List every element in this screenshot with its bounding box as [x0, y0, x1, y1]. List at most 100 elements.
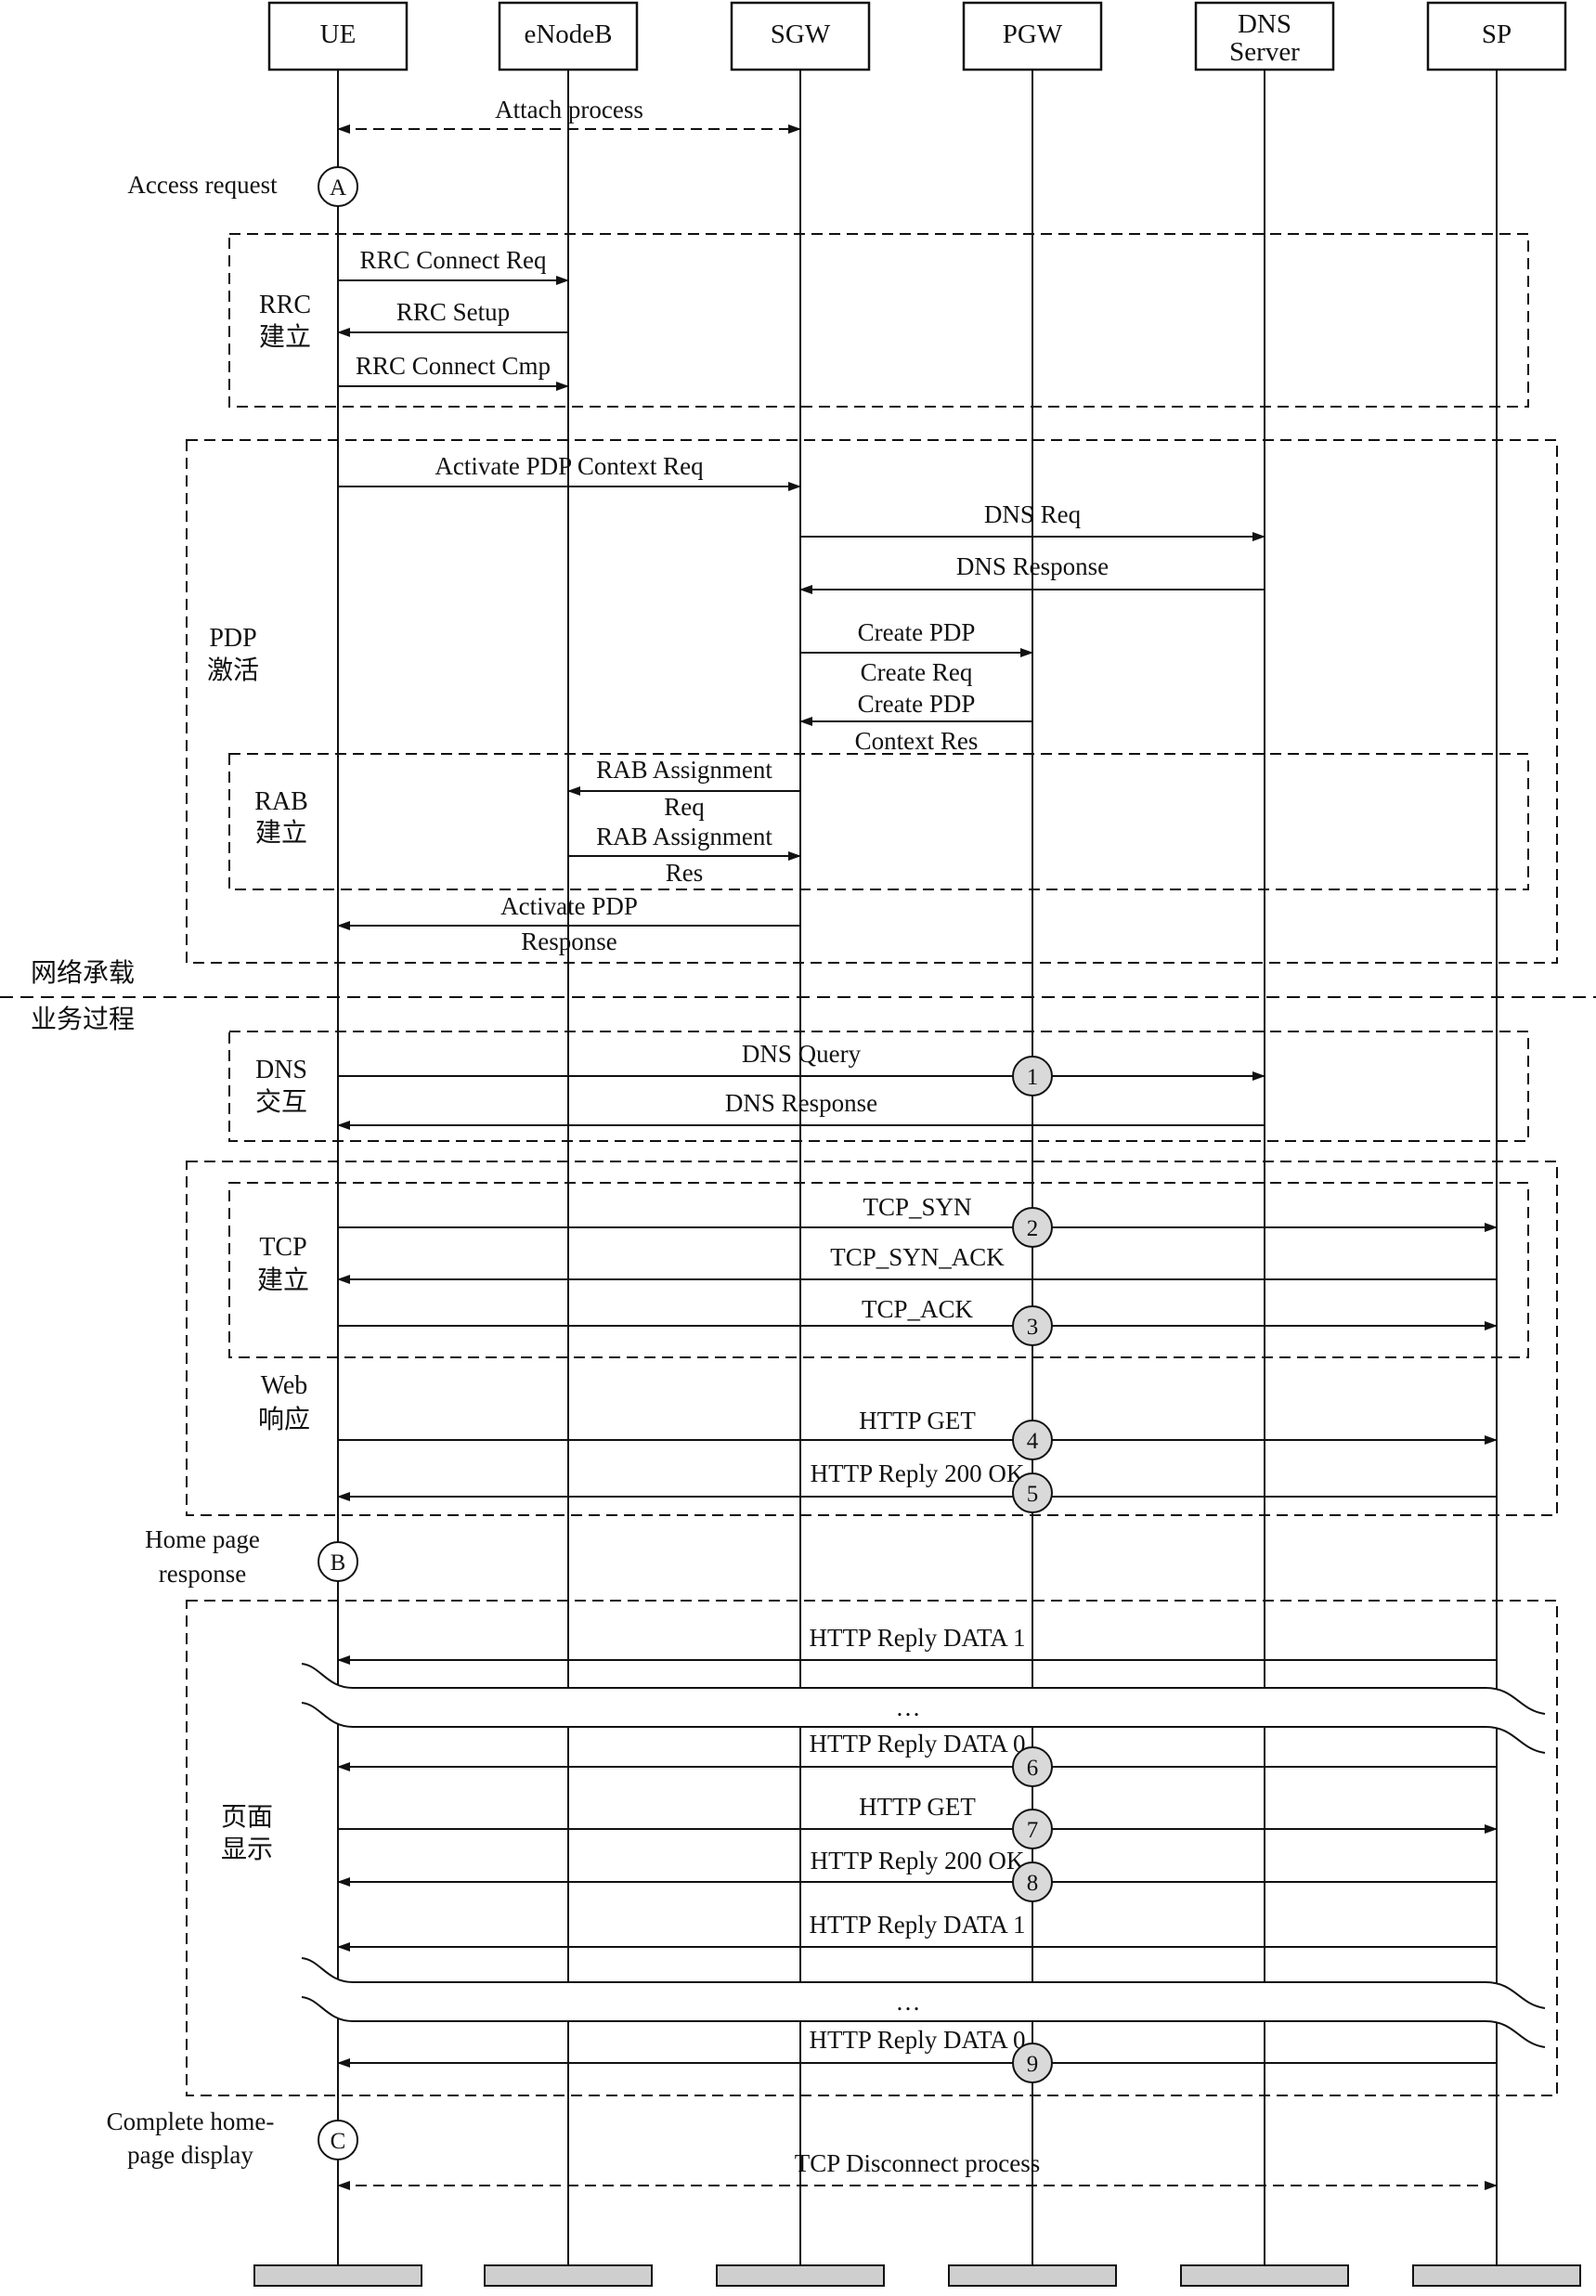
entity-label-ue: UE	[320, 19, 357, 49]
section-label-rab: RAB	[254, 787, 308, 816]
message-label-attach: Attach process	[495, 96, 643, 123]
break-band-1-lower	[301, 1702, 1546, 1754]
message-label-create-res-2: Context Res	[855, 727, 979, 755]
rrc-box	[228, 233, 1529, 408]
checkpoint-letter-a: A	[330, 175, 346, 201]
step-badge-2	[1012, 1207, 1053, 1248]
section-label-rrc: RRC	[259, 291, 311, 319]
step-badge-number-6: 6	[1027, 1756, 1039, 1781]
section-label-tcp: TCP	[259, 1233, 306, 1262]
step-badge-number-1: 1	[1027, 1065, 1039, 1090]
divider-label-upper: 网络承载	[31, 958, 135, 988]
step-badge-number-5: 5	[1027, 1482, 1039, 1507]
entity-box-dns	[1194, 1, 1335, 71]
entity-label-pgw: PGW	[1003, 19, 1063, 49]
entity-box-enb	[498, 1, 639, 71]
break-band-1-ellipsis: …	[896, 1693, 921, 1721]
message-label-http-get-2: HTTP GET	[859, 1793, 976, 1821]
message-label-create-req-2: Create Req	[861, 658, 973, 686]
break-band-1: …	[301, 1663, 1546, 1754]
step-badge-1	[1012, 1056, 1053, 1096]
checkpoint-label-a: Access request	[127, 171, 278, 199]
section-label2-rrc: 建立	[259, 322, 311, 352]
divider-label-lower: 业务过程	[31, 1005, 135, 1034]
entity-footer-dns	[1180, 2264, 1349, 2287]
checkpoint-circle-b	[318, 1541, 358, 1582]
message-label-tcp-syn-ack: TCP_SYN_ACK	[830, 1243, 1005, 1271]
checkpoint-label2-b: response	[159, 1560, 246, 1588]
entity-box-ue	[267, 1, 409, 71]
message-label-http-data0-1: HTTP Reply DATA 0	[809, 1730, 1025, 1758]
message-label-pdp-resp-2: Response	[521, 927, 617, 955]
step-badge-number-4: 4	[1027, 1429, 1039, 1454]
message-label-dns-query: DNS Query	[742, 1040, 862, 1068]
checkpoint-label2-c: page display	[127, 2141, 253, 2169]
message-label-rab-res-2: Res	[666, 859, 704, 887]
tcp-box	[228, 1182, 1529, 1358]
message-label-dns-response2: DNS Response	[725, 1089, 877, 1117]
entity-label-enb: eNodeB	[524, 19, 612, 49]
entity-box-sgw	[730, 1, 871, 71]
message-label-pdp-req: Activate PDP Context Req	[435, 452, 704, 480]
message-label-http-data1-1: HTTP Reply DATA 1	[809, 1624, 1025, 1652]
message-label-create-res: Create PDP	[858, 690, 976, 718]
section-label2-dnsx: 交互	[255, 1087, 307, 1117]
checkpoint-letter-c: C	[331, 2129, 346, 2154]
message-label-rab-req: RAB Assignment	[596, 756, 772, 784]
message-label-http-get-1: HTTP GET	[859, 1407, 976, 1434]
step-badge-number-8: 8	[1027, 1871, 1039, 1896]
step-badge-8	[1012, 1861, 1053, 1902]
message-label-create-req: Create PDP	[858, 618, 976, 646]
step-badge-7	[1012, 1809, 1053, 1849]
break-band-1-fill	[302, 1664, 1545, 1753]
entity-footer-sp	[1412, 2264, 1581, 2287]
entity-label-sgw: SGW	[771, 19, 831, 49]
message-label-rab-res: RAB Assignment	[596, 823, 772, 850]
step-badge-number-2: 2	[1027, 1216, 1039, 1241]
entity-label-dns: DNS	[1238, 9, 1291, 39]
message-label-rrc-setup: RRC Setup	[396, 298, 510, 326]
section-label2-web: 响应	[258, 1405, 310, 1434]
section-label2-tcp: 建立	[257, 1265, 309, 1295]
message-label-rrc-req: RRC Connect Req	[360, 246, 547, 274]
entity-footer-enb	[484, 2264, 653, 2287]
checkpoint-label-c: Complete home-	[107, 2108, 275, 2135]
web-box	[186, 1161, 1558, 1516]
section-label2-rab: 建立	[255, 818, 307, 848]
section-label-web: Web	[261, 1371, 308, 1400]
message-label-tcp-ack: TCP_ACK	[862, 1295, 974, 1323]
step-badge-9	[1012, 2043, 1053, 2083]
message-label-http-data1-2: HTTP Reply DATA 1	[809, 1911, 1025, 1939]
entity-footer-ue	[253, 2264, 422, 2287]
message-label-pdp-resp: Activate PDP	[500, 892, 638, 920]
entity-footer-pgw	[948, 2264, 1117, 2287]
section-label2-page: 显示	[221, 1836, 273, 1864]
message-label-tcp-syn: TCP_SYN	[863, 1193, 971, 1221]
message-label-http-data0-2: HTTP Reply DATA 0	[809, 2026, 1025, 2054]
pdp-box	[186, 439, 1558, 964]
checkpoint-letter-b: B	[331, 1550, 346, 1576]
break-band-2: …	[301, 1957, 1546, 2048]
step-badge-4	[1012, 1420, 1053, 1460]
step-badge-5	[1012, 1472, 1053, 1513]
dns-exchange-box	[228, 1031, 1529, 1142]
message-label-rab-req-2: Req	[664, 793, 705, 821]
rab-box	[228, 753, 1529, 890]
message-label-http-200-2: HTTP Reply 200 OK	[811, 1847, 1025, 1874]
message-label-tcp-disc: TCP Disconnect process	[795, 2149, 1040, 2177]
checkpoint-circle-a	[318, 166, 358, 207]
entity-box-sp	[1426, 1, 1567, 71]
step-badge-number-9: 9	[1027, 2052, 1039, 2077]
checkpoint-label-b: Home page	[145, 1525, 260, 1553]
step-badge-6	[1012, 1746, 1053, 1787]
message-label-rrc-cmp: RRC Connect Cmp	[356, 352, 551, 380]
step-badge-number-7: 7	[1027, 1818, 1039, 1843]
entity-label-sp: SP	[1482, 19, 1512, 49]
break-band-1-upper	[301, 1663, 1546, 1715]
page-display-box	[186, 1600, 1558, 2096]
message-label-dns-req: DNS Req	[984, 500, 1082, 528]
break-band-2-lower	[301, 1996, 1546, 2048]
entity-footer-sgw	[716, 2264, 885, 2287]
section-label-dnsx: DNS	[255, 1056, 307, 1084]
